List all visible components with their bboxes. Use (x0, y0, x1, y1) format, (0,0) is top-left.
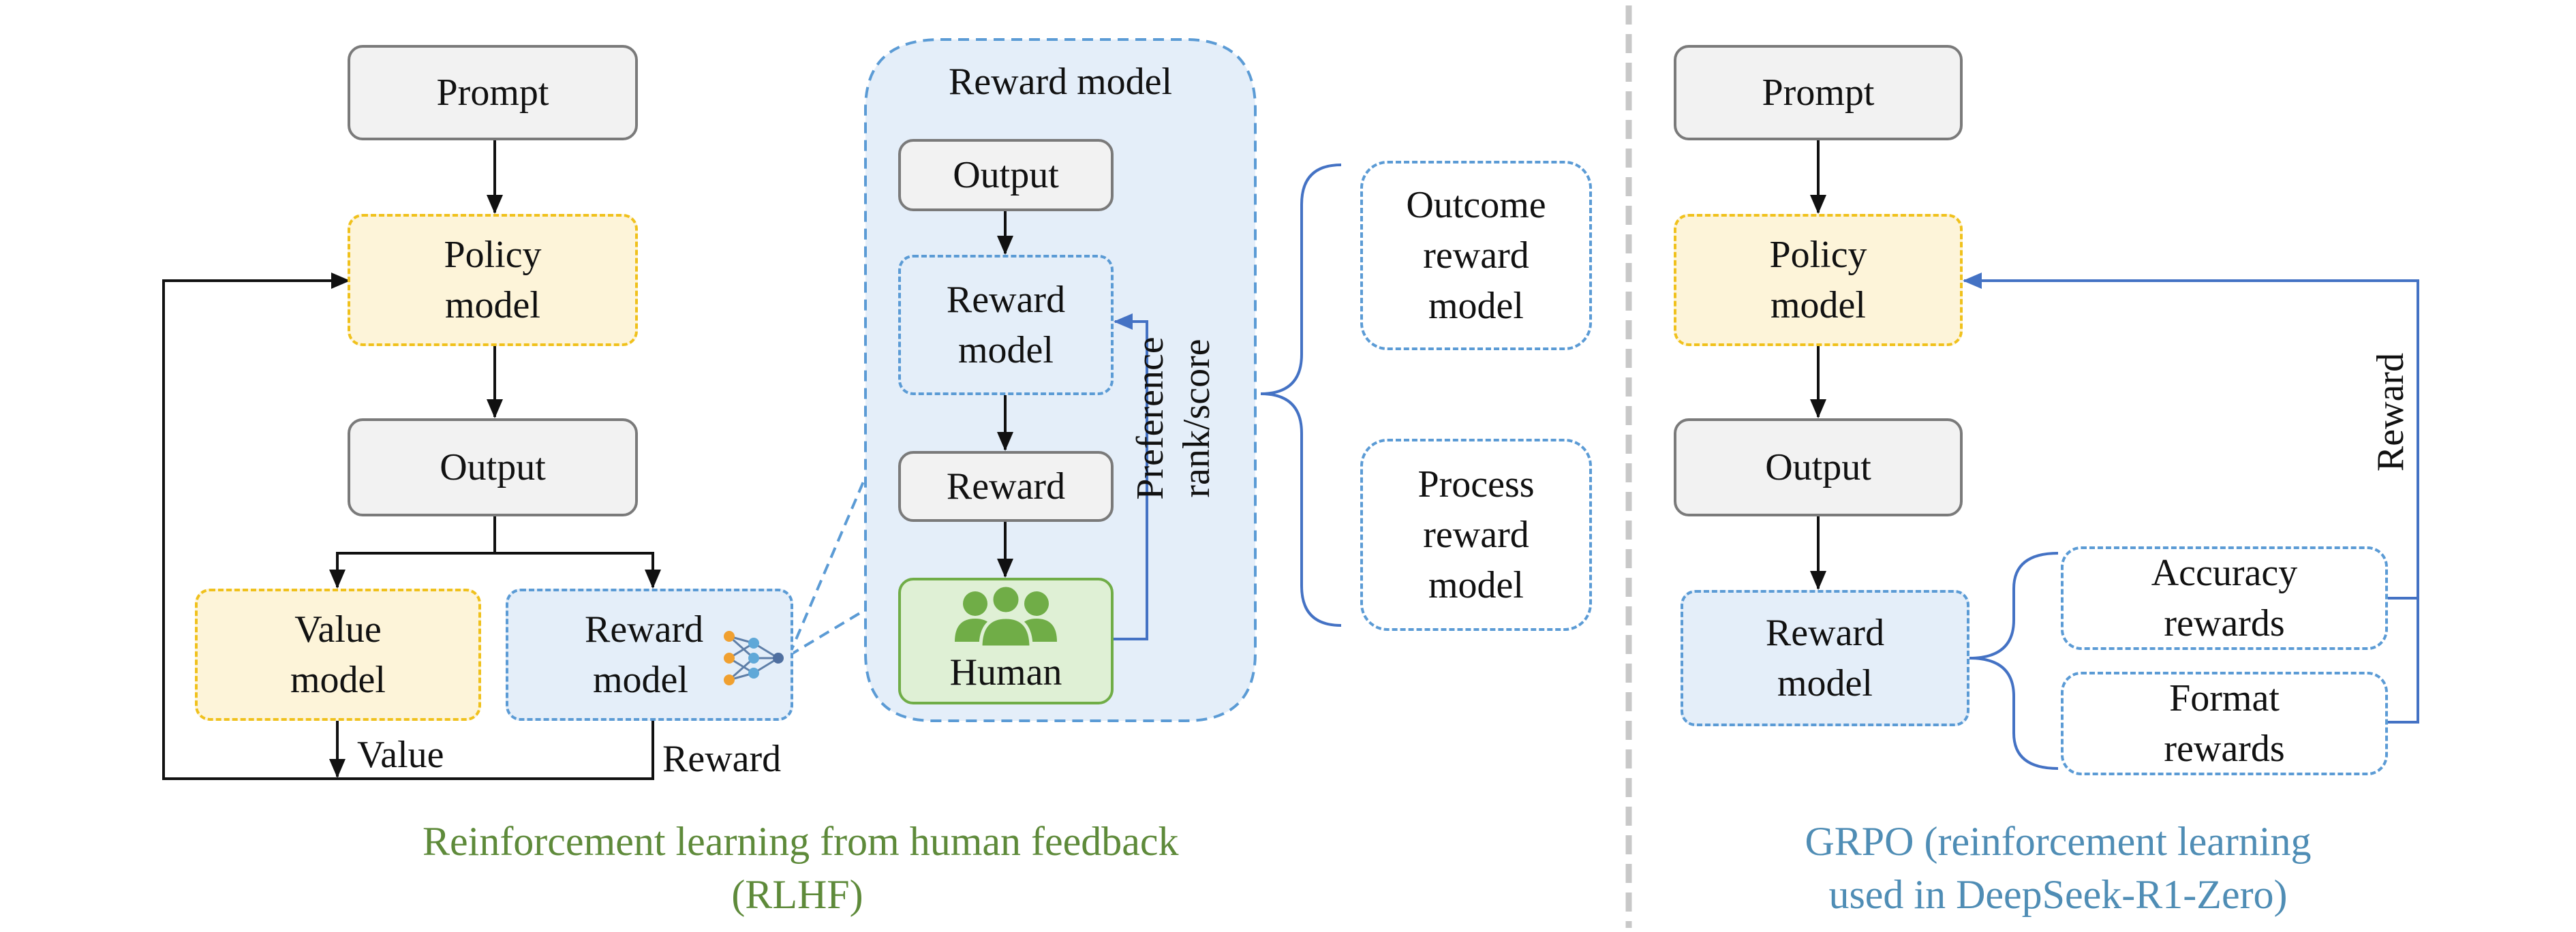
accuracy-label-1: Accuracy (2151, 552, 2298, 594)
grpo-prompt-box: Prompt (1674, 45, 1963, 140)
rlhf-value-model-label-2: model (290, 659, 386, 701)
grpo-reward-model-box: Reward model (1681, 590, 1969, 726)
rlhf-caption-line-2: (RLHF) (731, 872, 863, 917)
value-arrow-label: Value (357, 734, 444, 776)
grpo-reward-model-label-1: Reward (1765, 612, 1885, 654)
grpo-caption: GRPO (reinforcement learning used in Dee… (1758, 815, 2358, 921)
arrow-human-feedback (1113, 313, 1148, 640)
people-icon (955, 586, 1057, 647)
grpo-policy-model-label-1: Policy (1769, 234, 1867, 276)
zoom-title: Reward model (948, 61, 1173, 103)
zoom-reward-model-label-2: model (958, 329, 1054, 371)
grpo-reward-loop (1963, 273, 2419, 600)
grpo-reward-brace (1969, 552, 2059, 770)
zoom-output-box: Output (898, 139, 1114, 211)
reward-arrow-label: Reward (662, 738, 782, 780)
rlhf-prompt-label: Prompt (436, 72, 549, 114)
zoom-human-label: Human (949, 651, 1062, 694)
zoom-reward-model-box: Reward model (898, 255, 1114, 395)
outcome-label-2: reward (1423, 234, 1529, 277)
zoom-reward-label: Reward (946, 465, 1066, 508)
grpo-caption-line-1: GRPO (reinforcement learning (1805, 819, 2312, 864)
grpo-reward-model-label-2: model (1777, 662, 1873, 704)
feedback-label-1: Preference (1129, 337, 1171, 500)
grpo-caption-line-2: used in DeepSeek-R1-Zero) (1828, 872, 2288, 917)
zoom-human-box: Human (898, 578, 1114, 704)
outcome-reward-model-box: Outcome reward model (1360, 161, 1592, 350)
zoom-reward-model-label-1: Reward (946, 279, 1066, 321)
grpo-reward-rotated-label: Reward (2370, 352, 2412, 472)
outcome-label-3: model (1428, 285, 1524, 327)
process-label-2: reward (1423, 514, 1529, 556)
rlhf-policy-model-label-2: model (445, 284, 540, 326)
arrow-output-reward (495, 552, 661, 589)
rlhf-reward-model-box: Reward model (506, 589, 793, 721)
accuracy-label-2: rewards (2164, 602, 2285, 644)
zoom-reward-box: Reward (898, 451, 1114, 522)
neural-network-icon (724, 631, 784, 685)
feedback-rotated-label: Preference rank/score (1127, 309, 1223, 527)
outcome-label-1: Outcome (1406, 184, 1546, 226)
process-label-1: Process (1417, 463, 1535, 506)
process-label-3: model (1428, 564, 1524, 606)
rlhf-caption-line-1: Reinforcement learning from human feedba… (423, 819, 1179, 864)
format-label-2: rewards (2164, 728, 2285, 770)
rlhf-policy-model-box: Policy model (348, 214, 638, 346)
rlhf-value-model-box: Value model (195, 589, 481, 721)
grpo-prompt-label: Prompt (1762, 72, 1875, 114)
grpo-policy-model-label-2: model (1770, 284, 1866, 326)
rlhf-policy-model-label-1: Policy (444, 234, 542, 276)
reward-types-brace (1260, 164, 1342, 627)
rlhf-reward-model-label-1: Reward (585, 608, 704, 651)
format-rewards-box: Format rewards (2061, 672, 2388, 775)
grpo-output-box: Output (1674, 418, 1963, 516)
accuracy-rewards-box: Accuracy rewards (2061, 546, 2388, 650)
feedback-loop (162, 273, 654, 780)
grpo-output-label: Output (1765, 446, 1871, 488)
rlhf-reward-model-label-2: model (593, 659, 688, 701)
rlhf-value-model-label-1: Value (294, 608, 382, 651)
rlhf-output-label: Output (440, 446, 546, 488)
rlhf-caption: Reinforcement learning from human feedba… (423, 815, 1179, 921)
rlhf-output-box: Output (348, 418, 638, 516)
feedback-label-2: rank/score (1176, 339, 1218, 498)
grpo-policy-model-box: Policy model (1674, 214, 1963, 346)
process-reward-model-box: Process reward model (1360, 439, 1592, 631)
format-label-1: Format (2169, 677, 2280, 719)
rlhf-prompt-box: Prompt (348, 45, 638, 140)
arrow-output-value (329, 516, 496, 589)
zoom-output-label: Output (953, 154, 1059, 196)
